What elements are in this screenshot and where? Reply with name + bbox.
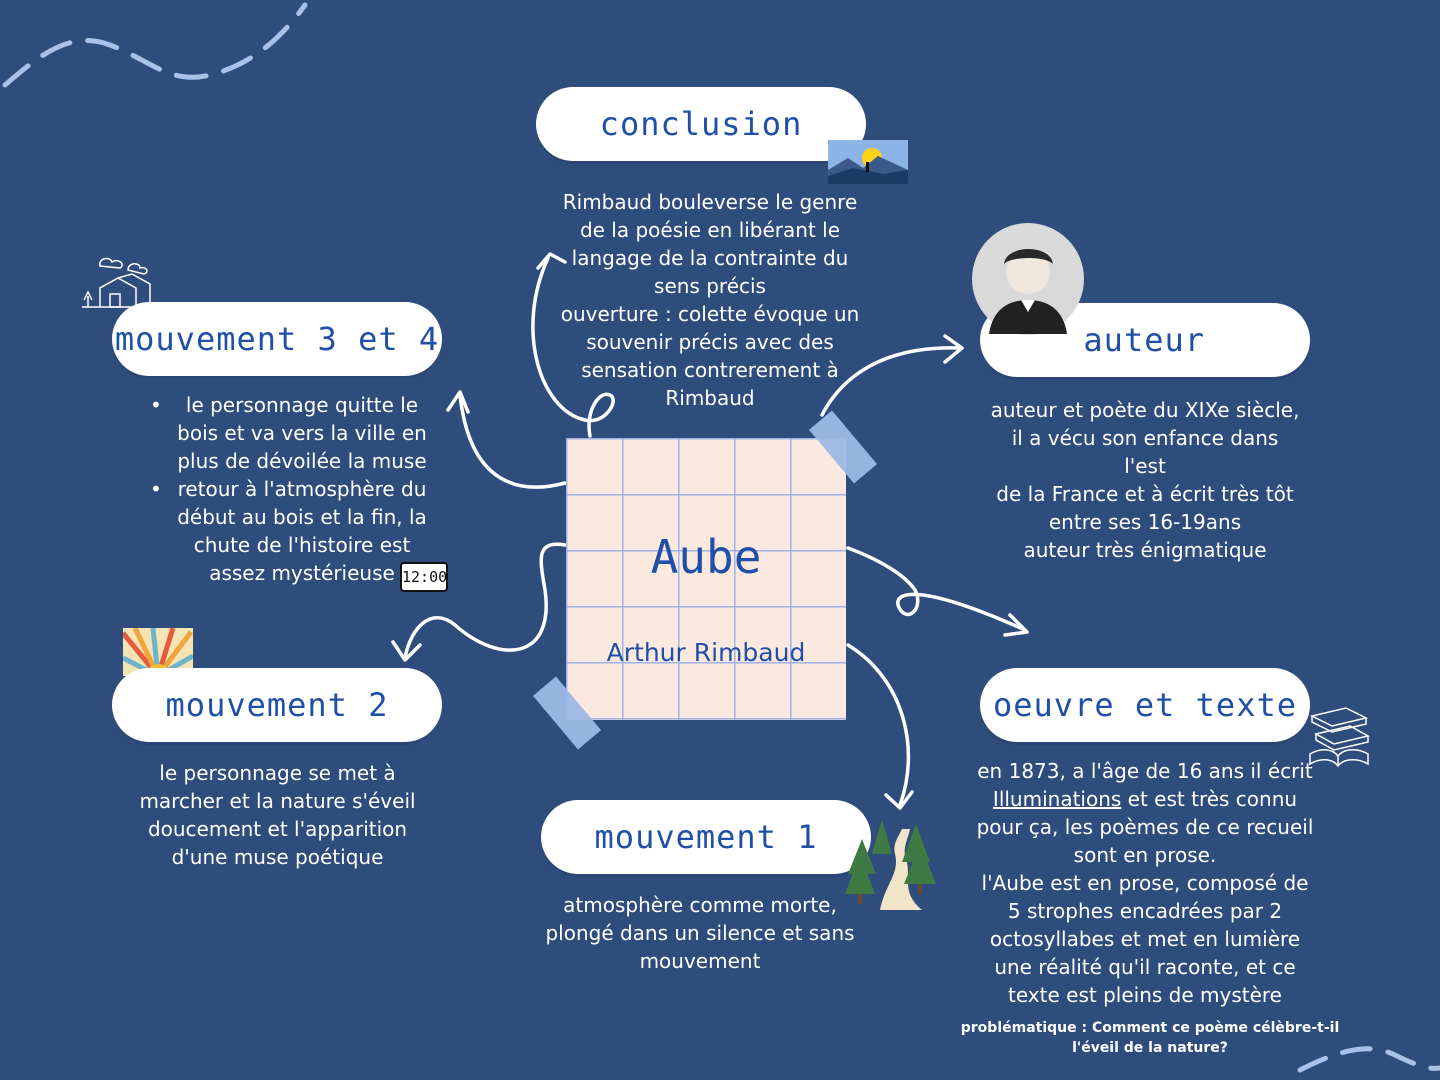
text-line: le personnage quitte le [174, 391, 430, 419]
text-fragment: et est très connu [1121, 787, 1297, 811]
books-icon [1306, 704, 1372, 768]
author-portrait [971, 222, 1085, 336]
mouvement-1-pill: mouvement 1 [541, 800, 871, 874]
text-line: sont en prose. [975, 841, 1315, 869]
oeuvre-label: oeuvre et texte [993, 686, 1297, 724]
text-line: langage de la contrainte du [555, 244, 865, 272]
text-line: auteur et poète du XIXe siècle, [990, 396, 1300, 424]
list-item: retour à l'atmosphère du début au bois e… [160, 475, 430, 587]
arrow-to-mouvement-1 [848, 645, 908, 805]
book-title: Illuminations [993, 787, 1121, 811]
text-line: chute de l'histoire est [174, 531, 430, 559]
text-line: mouvement [545, 947, 855, 975]
text-line: en 1873, a l'âge de 16 ans il écrit [975, 757, 1315, 785]
text-line: plongé dans un silence et sans [545, 919, 855, 947]
text-line: 5 strophes encadrées par 2 [975, 897, 1315, 925]
text-line: atmosphère comme morte, [545, 891, 855, 919]
text-line: pour ça, les poèmes de ce recueil [975, 813, 1315, 841]
text-line: retour à l'atmosphère du [174, 475, 430, 503]
list-item: le personnage quitte le bois et va vers … [160, 391, 430, 475]
clock-icon: 12:00 [400, 562, 448, 592]
mouvement-2-pill: mouvement 2 [112, 668, 442, 742]
mouvement-2-text: le personnage se met à marcher et la nat… [130, 759, 425, 871]
text-line: problématique : Comment ce poème célèbre… [960, 1018, 1340, 1038]
text-line: souvenir précis avec des [555, 328, 865, 356]
text-line: le personnage se met à [130, 759, 425, 787]
text-line: début au bois et la fin, la [174, 503, 430, 531]
text-line: il a vécu son enfance dans l'est [990, 424, 1300, 480]
text-line: plus de dévoilée la muse [174, 447, 430, 475]
text-line: marcher et la nature s'éveil [130, 787, 425, 815]
mouvement-1-text: atmosphère comme morte, plongé dans un s… [545, 891, 855, 975]
arrow-to-mouvement-3-4 [460, 395, 565, 487]
text-line: entre ses 16-19ans [990, 508, 1300, 536]
oeuvre-text: en 1873, a l'âge de 16 ans il écrit Illu… [975, 757, 1315, 1009]
conclusion-pill: conclusion [536, 87, 866, 161]
problematique: problématique : Comment ce poème célèbre… [960, 1018, 1340, 1058]
conclusion-label: conclusion [600, 105, 803, 143]
text-line: auteur très énigmatique [990, 536, 1300, 564]
text-line: ouverture : colette évoque un [555, 300, 865, 328]
forest-path-icon [840, 814, 940, 910]
text-line: bois et va vers la ville en [174, 419, 430, 447]
auteur-text: auteur et poète du XIXe siècle, il a véc… [990, 396, 1300, 564]
center-subtitle: Arthur Rimbaud [566, 638, 846, 667]
mouvement-3-4-pill: mouvement 3 et 4 [112, 302, 442, 376]
sunset-icon [828, 140, 908, 184]
text-line: texte est pleins de mystère [975, 981, 1315, 1009]
text-line: assez mystérieuse [174, 559, 430, 587]
auteur-label: auteur [1083, 321, 1205, 359]
text-line: d'une muse poétique [130, 843, 425, 871]
oeuvre-pill: oeuvre et texte [980, 668, 1310, 742]
text-line: doucement et l'apparition [130, 815, 425, 843]
text-line: une réalité qu'il raconte, et ce [975, 953, 1315, 981]
conclusion-text: Rimbaud bouleverse le genre de la poésie… [555, 188, 865, 412]
clock-text: 12:00 [402, 568, 447, 586]
text-line: sens précis [555, 272, 865, 300]
text-line: Rimbaud bouleverse le genre [555, 188, 865, 216]
text-line: de la France et à écrit très tôt [990, 480, 1300, 508]
mouvement-3-4-list: le personnage quitte le bois et va vers … [160, 391, 430, 587]
mouvement-2-label: mouvement 2 [166, 686, 389, 724]
text-line: l'Aube est en prose, composé de [975, 869, 1315, 897]
text-line: Rimbaud [555, 384, 865, 412]
mouvement-3-4-label: mouvement 3 et 4 [115, 320, 439, 358]
decorative-dash-top-left [5, 5, 305, 85]
text-line: octosyllabes et met en lumière [975, 925, 1315, 953]
text-line: de la poésie en libérant le [555, 216, 865, 244]
text-line: Illuminations et est très connu [975, 785, 1315, 813]
text-line: sensation contrerement à [555, 356, 865, 384]
center-title: Aube [566, 530, 846, 584]
mouvement-1-label: mouvement 1 [595, 818, 818, 856]
text-line: l'éveil de la nature? [960, 1038, 1340, 1058]
